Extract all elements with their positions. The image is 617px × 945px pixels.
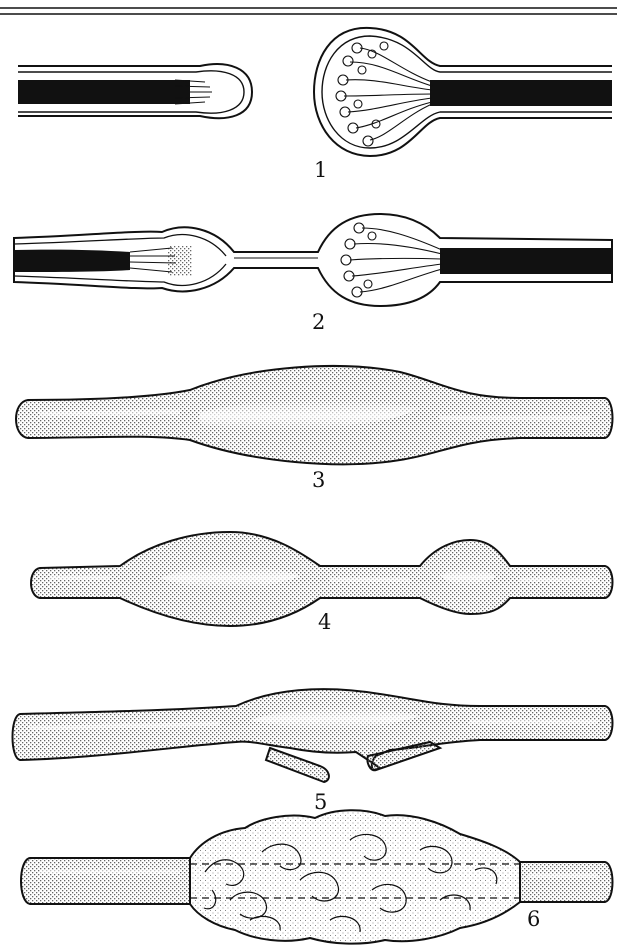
label-4: 4 [318, 612, 331, 633]
top-border [0, 8, 617, 14]
panel-2-thin-bridge [14, 214, 612, 306]
label-6: 6 [527, 909, 540, 930]
panel-1-right-bulb [314, 28, 612, 156]
label-1: 1 [314, 160, 327, 181]
panel-6-amputation-neuroma [21, 810, 613, 943]
panel-5-branch-neuroma [13, 689, 613, 782]
label-3: 3 [312, 470, 325, 491]
panel-1-left-stump [18, 64, 252, 118]
label-5: 5 [314, 792, 327, 813]
label-2: 2 [312, 312, 325, 333]
panel-3-spindle-neuroma [16, 366, 613, 464]
panel-1-severed-nerve [18, 28, 612, 156]
